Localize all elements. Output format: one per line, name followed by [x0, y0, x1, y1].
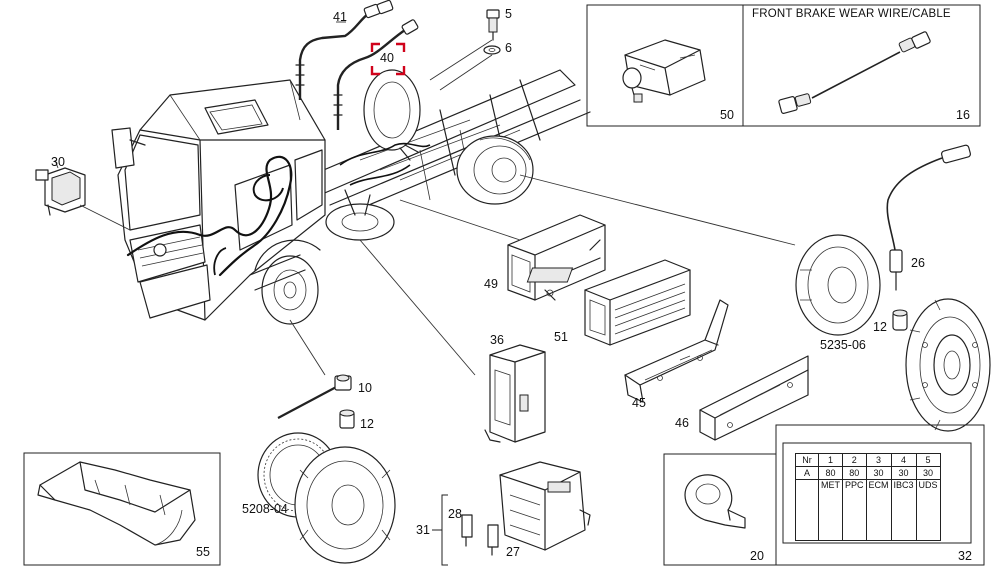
part-55-box-frame: [23, 452, 221, 566]
table-cell: 5: [915, 453, 941, 467]
table-cell: MET: [818, 479, 843, 541]
part-27-connector: [487, 524, 499, 556]
callout-6: 6: [505, 41, 512, 55]
callout-27: 27: [506, 545, 520, 559]
part-body-computer: [499, 461, 591, 551]
callout-40: 40: [380, 51, 394, 65]
callout-50: 50: [720, 108, 734, 122]
brake-disc-lower: [294, 446, 396, 564]
table-cell: 80: [842, 466, 867, 480]
callout-16: 16: [956, 108, 970, 122]
part-51-module: [526, 259, 691, 346]
callout-5235-06: 5235-06: [820, 338, 866, 352]
callout-5: 5: [505, 7, 512, 21]
part-16-wear-cable: [778, 31, 931, 114]
part-31-bracket-frame: [432, 494, 448, 566]
table-cell: 4: [890, 453, 917, 467]
callout-20: 20: [750, 549, 764, 563]
callout-46: 46: [675, 416, 689, 430]
callout-32: 32: [958, 549, 972, 563]
table-cell: 30: [915, 466, 941, 480]
part-46-bracket: [699, 355, 809, 441]
callout-41: 41: [333, 10, 347, 24]
table-cell: 80: [818, 466, 843, 480]
callout-31: 31: [416, 523, 430, 537]
part-26-abs-sensor: [886, 144, 972, 291]
part-30-switch: [35, 167, 86, 216]
callout-30: 30: [51, 155, 65, 169]
part-12-bush-right: [892, 309, 908, 331]
part-50-actuator: [622, 39, 706, 103]
callout-12-left: 12: [360, 417, 374, 431]
part-20-clamp: [684, 474, 746, 529]
part-5235-brake-disc: [795, 234, 881, 336]
brake-wear-title: FRONT BRAKE WEAR WIRE/CABLE: [752, 8, 951, 20]
table-row: MET PPC ECM IBC3 UDS: [795, 479, 941, 541]
table-cell: [795, 479, 819, 541]
brake-wear-box-frame: [586, 4, 981, 127]
table-cell: 1: [818, 453, 843, 467]
bus-table-header: Nr 1 2 3 4 5: [795, 453, 941, 467]
table-cell: IBC3: [890, 479, 917, 541]
table-cell: PPC: [842, 479, 867, 541]
table-cell: ECM: [865, 479, 892, 541]
table-cell: 30: [865, 466, 892, 480]
table-cell: 30: [890, 466, 917, 480]
table-cell: 2: [842, 453, 867, 467]
callout-12-right: 12: [873, 320, 887, 334]
table-cell: 3: [865, 453, 892, 467]
callout-5208-04: 5208-04: [242, 502, 288, 516]
part-32-box-frame: [775, 424, 985, 566]
part-55-cable-guide: [37, 461, 196, 546]
part-10-sensor: [277, 374, 352, 419]
part-6-washer: [483, 45, 501, 55]
table-cell: UDS: [915, 479, 941, 541]
callout-45: 45: [632, 396, 646, 410]
part-40-sensor: [333, 19, 419, 130]
callout-10: 10: [358, 381, 372, 395]
part-12-bush: [339, 409, 355, 429]
part-41-sensor: [295, 0, 394, 100]
truck-illustration: [111, 69, 591, 325]
callout-26: 26: [911, 256, 925, 270]
table-row: A 80 80 30 30 30: [795, 466, 941, 480]
part-45-bracket: [624, 299, 729, 403]
part-49-control-unit: [507, 214, 606, 301]
bus-table: Nr 1 2 3 4 5 A 80 80 30 30 30 MET PPC EC…: [795, 453, 941, 541]
table-cell: A: [795, 466, 819, 480]
part-36-control-box: [484, 344, 546, 443]
table-cell: Nr: [795, 453, 819, 467]
callout-49: 49: [484, 277, 498, 291]
part-5-sensor: [486, 9, 500, 41]
wheel-hub-right: [905, 298, 991, 432]
callout-51: 51: [554, 330, 568, 344]
callout-55: 55: [196, 545, 210, 559]
callout-36: 36: [490, 333, 504, 347]
callout-28: 28: [448, 507, 462, 521]
part-28-connector: [461, 514, 473, 547]
